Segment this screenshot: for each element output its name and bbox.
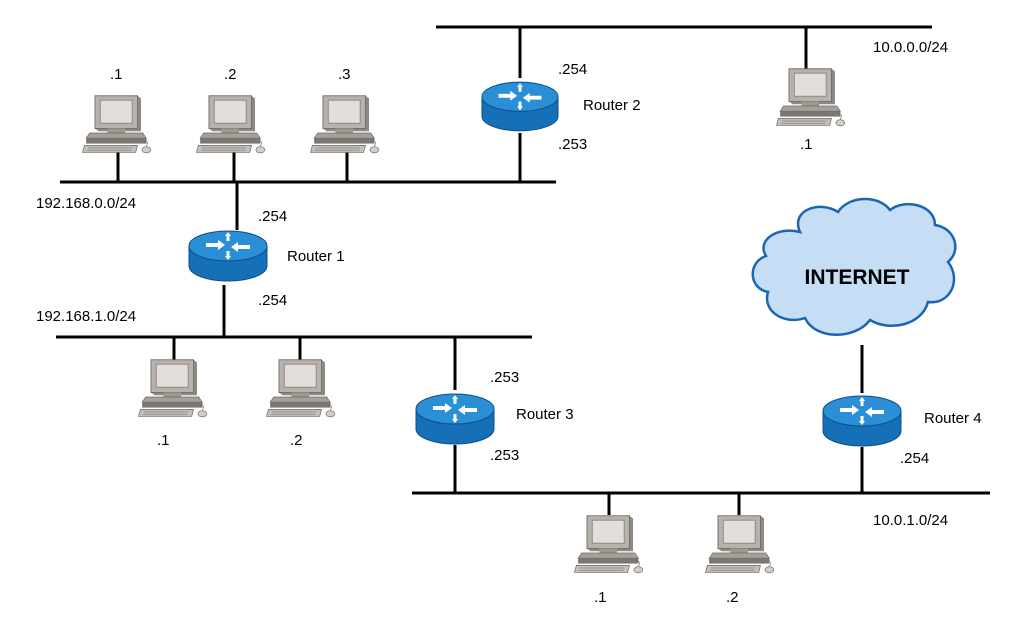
router-4[interactable] — [822, 395, 902, 447]
host-ip: .1 — [800, 136, 813, 153]
host-ip: .3 — [338, 66, 351, 83]
hosts — [82, 68, 846, 574]
router-3-label: Router 3 — [516, 406, 574, 423]
network-label-192-168-1-0: 192.168.1.0/24 — [36, 308, 136, 325]
pc-icon[interactable] — [310, 95, 380, 154]
router-3-bottom-ip: .253 — [490, 447, 519, 464]
host-ip: .1 — [594, 589, 607, 606]
network-label-10-0-1-0: 10.0.1.0/24 — [873, 512, 948, 529]
router-1-bottom-ip: .254 — [258, 292, 287, 309]
pc-icon[interactable] — [776, 68, 846, 127]
host-ip: .2 — [290, 432, 303, 449]
router-4-label: Router 4 — [924, 410, 982, 427]
router-1-label: Router 1 — [287, 248, 345, 265]
router-3-top-ip: .253 — [490, 369, 519, 386]
router-2-bottom-ip: .253 — [558, 136, 587, 153]
router-1[interactable] — [188, 230, 268, 282]
pc-icon[interactable] — [196, 95, 266, 154]
router-4-bottom-ip: .254 — [900, 450, 929, 467]
router-2-label: Router 2 — [583, 97, 641, 114]
pc-icon[interactable] — [574, 515, 644, 574]
router-3[interactable] — [415, 393, 495, 445]
network-label-192-168-0-0: 192.168.0.0/24 — [36, 195, 136, 212]
internet-cloud: INTERNET — [751, 197, 957, 336]
pc-icon[interactable] — [82, 95, 152, 154]
network-links — [56, 25, 990, 515]
pc-icon[interactable] — [266, 359, 336, 418]
router-2-top-ip: .254 — [558, 61, 587, 78]
host-ip: .1 — [157, 432, 170, 449]
host-ip: .2 — [726, 589, 739, 606]
host-ip: .1 — [110, 66, 123, 83]
host-ip: .2 — [224, 66, 237, 83]
pc-icon[interactable] — [705, 515, 775, 574]
router-1-top-ip: .254 — [258, 208, 287, 225]
pc-icon[interactable] — [138, 359, 208, 418]
network-label-10-0-0-0: 10.0.0.0/24 — [873, 39, 948, 56]
router-2[interactable] — [481, 81, 559, 132]
internet-label: INTERNET — [805, 266, 910, 289]
